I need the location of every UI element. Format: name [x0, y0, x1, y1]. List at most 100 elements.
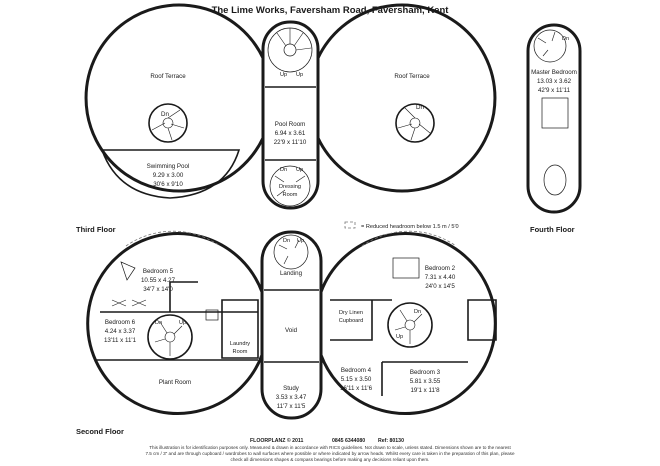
laundry-room-line1: Laundry: [230, 341, 250, 347]
swimming-pool-metric: 9.29 x 3.00: [153, 172, 184, 179]
bedroom2-bed: [392, 257, 420, 279]
roof-terrace-left-label: Roof Terrace: [150, 73, 186, 80]
fourth-floor-spiral-stair: [533, 29, 567, 63]
master-bedroom-wall: [526, 23, 582, 214]
study-name: Study: [283, 385, 300, 392]
fourth-floor-stair-treads: [537, 31, 556, 57]
laundry-room-line2: Room: [233, 349, 248, 355]
second-floor-plan: Bedroom 5 10.55 x 4.27 34'7 x 14'0 Bedro…: [76, 230, 497, 436]
bedroom5-imperial: 34'7 x 14'0: [143, 286, 173, 293]
right-terrace-stair-core: [409, 117, 421, 129]
third-floor-label: Third Floor: [76, 225, 116, 234]
bedroom5-metric: 10.55 x 4.27: [141, 277, 176, 284]
plant-room-label: Plant Room: [159, 379, 191, 386]
roof-terrace-right-wall: [316, 3, 497, 193]
swimming-pool-name: Swimming Pool: [147, 163, 190, 170]
study-metric: 3.53 x 3.47: [276, 394, 307, 401]
ensuite-wall: [467, 299, 497, 341]
left-stair-tower: [147, 314, 193, 360]
stair-up-label: Up: [296, 167, 303, 173]
pool-room-metric: 6.94 x 3.61: [275, 130, 306, 137]
footer-disclaimer-line2: 7.5 cm / 3" and are through cupboard / w…: [145, 451, 515, 456]
reduced-headroom-swatch: [344, 221, 356, 229]
laundry-room-wall: [221, 299, 259, 359]
bedroom5-fixture: [120, 261, 136, 281]
dry-linen-wall: [330, 300, 373, 341]
bedroom6-fixture: [205, 309, 219, 321]
second-floor-label: Second Floor: [76, 427, 124, 436]
roof-terrace-right-label: Roof Terrace: [394, 73, 430, 80]
master-bedroom-name: Master Bedroom: [531, 69, 577, 76]
reduced-headroom-legend: = Reduced headroom below 1.5 m / 5'0: [361, 224, 459, 230]
right-terrace-stair-treads: [397, 107, 431, 141]
right-stair-treads: [394, 309, 423, 344]
master-bed: [541, 97, 569, 129]
bedroom6-metric: 4.24 x 3.37: [105, 328, 136, 335]
study-imperial: 11'7 x 11'5: [277, 403, 306, 410]
left-terrace-stair-tower: [148, 103, 188, 143]
bedroom3-metric: 5.81 x 3.55: [410, 378, 441, 385]
stair-up-label: Up: [179, 320, 186, 326]
stair-dn-label: Dn: [161, 111, 169, 118]
left-stair-core: [164, 331, 176, 343]
dressing-room-line1: Dressing: [279, 184, 301, 190]
stair-up-label: Up: [297, 238, 304, 244]
stair-dn-label: Dn: [155, 320, 162, 326]
master-bath: [543, 164, 567, 196]
bedroom3-imperial: 19'1 x 11'8: [410, 387, 440, 394]
dressing-room-stair: [269, 165, 311, 207]
bedroom4-name: Bedroom 4: [341, 367, 372, 374]
reduced-headroom-right: [361, 230, 457, 247]
footer-disclaimer-line3: check all dimensions shapes & compass be…: [231, 457, 430, 462]
master-bedroom-metric: 13.03 x 3.62: [537, 78, 572, 85]
bedroom-divider-right: [381, 361, 468, 396]
reduced-headroom-left: [125, 230, 221, 247]
bedroom6-imperial: 13'11 x 11'1: [104, 337, 137, 344]
stair-dn-label: Dn: [283, 238, 290, 244]
bedroom2-imperial: 24'0 x 14'5: [425, 283, 455, 290]
swimming-pool-imperial: 30'6 x 9'10: [153, 181, 183, 188]
bedroom2-name: Bedroom 2: [425, 265, 456, 272]
fourth-floor-plan: Dn Master Bedroom 13.03 x 3.62 42'9 x 11…: [526, 23, 582, 234]
pool-room-wall: [261, 20, 320, 210]
bedroom6-name: Bedroom 6: [105, 319, 136, 326]
stair-dn-label: Dn: [280, 167, 287, 173]
dressing-stair-treads: [274, 175, 306, 197]
dry-linen-line1: Dry Linen: [339, 310, 363, 316]
bedroom5-name: Bedroom 5: [143, 268, 174, 275]
swimming-pool-outline: [100, 149, 241, 199]
third-floor-plan: Roof Terrace Roof Terrace Dn Dn Swimming…: [76, 3, 497, 234]
left-terrace-stair-treads: [151, 109, 185, 141]
footer-ref: Ref: 80130: [378, 438, 404, 444]
bedroom-partition-left: [169, 281, 198, 312]
stair-up-label: Up: [396, 334, 403, 340]
landing-label: Landing: [280, 270, 303, 277]
roof-terrace-left-wall: [84, 3, 265, 193]
stair-up-label: Up: [296, 72, 303, 78]
footer: FLOORPLANZ © 2011 0845 6344080 Ref: 8013…: [145, 437, 515, 462]
landing-spiral-stair: [273, 234, 309, 270]
dry-linen-line2: Cupboard: [339, 318, 364, 324]
bedroom4-metric: 5.15 x 3.50: [341, 376, 372, 383]
right-stair-core: [404, 319, 416, 331]
footer-disclaimer-line1: This illustration is for identification …: [149, 445, 511, 450]
bedroom2-metric: 7.31 x 4.40: [425, 274, 456, 281]
void-label: Void: [285, 327, 298, 334]
master-bedroom-imperial: 42'9 x 11'11: [538, 87, 571, 94]
bedroom3-name: Bedroom 3: [410, 369, 441, 376]
stair-dn-label: Dn: [416, 104, 424, 111]
fourth-floor-label: Fourth Floor: [530, 225, 575, 234]
stair-dn-label: Dn: [414, 309, 421, 315]
plan-title: The Lime Works, Faversham Road, Faversha…: [212, 5, 450, 16]
footer-brand: FLOORPLANZ © 2011: [250, 437, 304, 444]
bedroom4-imperial: 16'11 x 11'6: [340, 385, 373, 392]
spiral-stair-treads: [276, 28, 312, 51]
right-stair-tower: [387, 302, 433, 348]
footer-phone: 0845 6344080: [332, 438, 365, 444]
pool-room-imperial: 22'9 x 11'10: [274, 139, 307, 146]
bedroom6-wardrobe: [111, 299, 147, 307]
landing-stair-treads: [278, 239, 300, 265]
dressing-room-line2: Room: [283, 192, 298, 198]
pool-room-name: Pool Room: [275, 121, 306, 128]
